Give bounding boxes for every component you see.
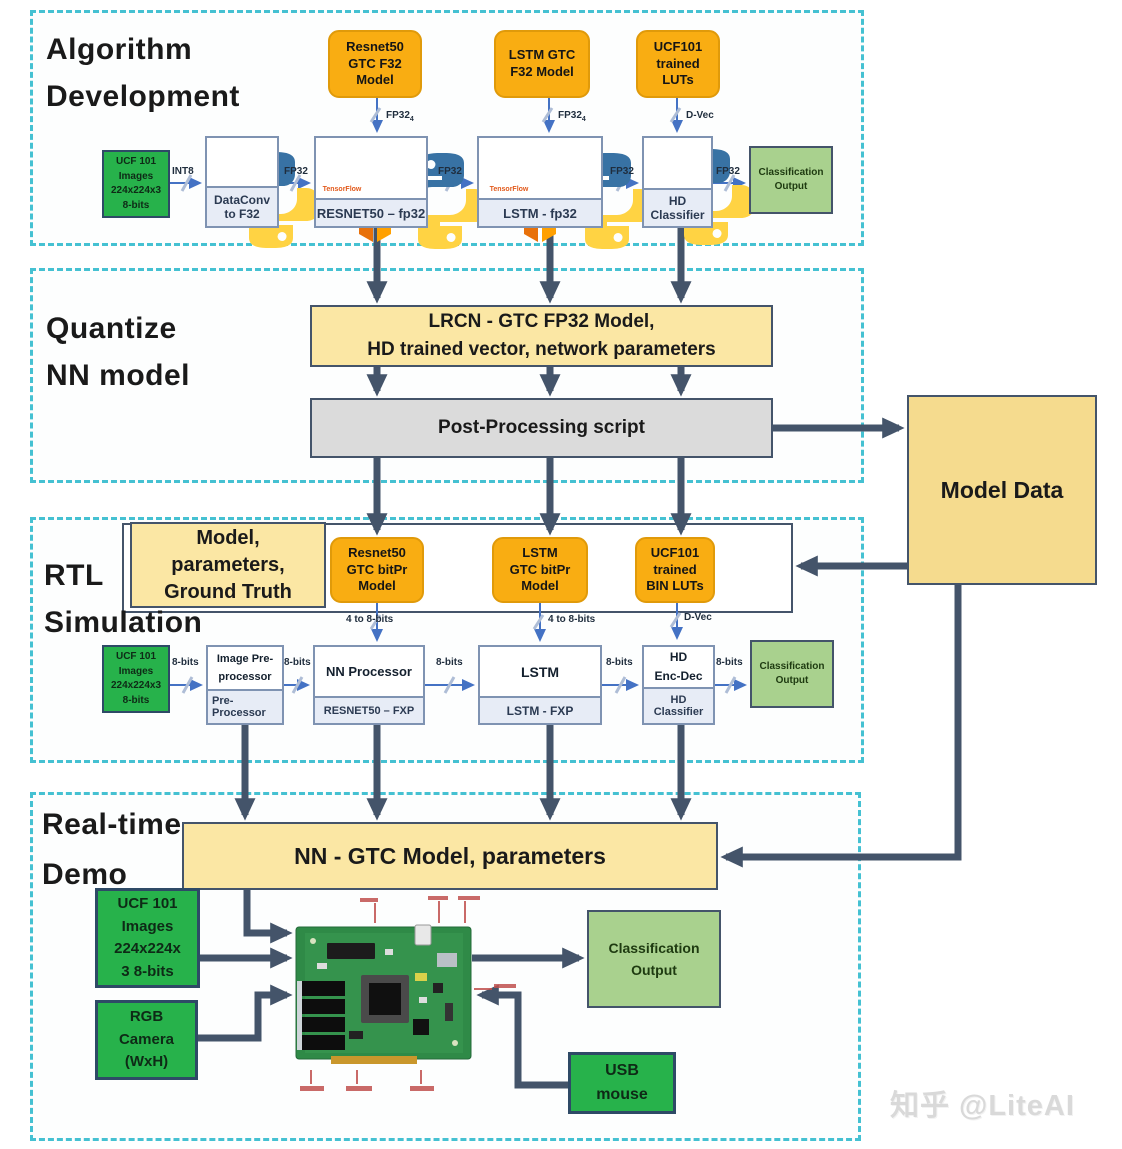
board-callout-text-mark (300, 1086, 324, 1091)
post-processing-script-box: Post-Processing script (310, 398, 773, 458)
fp32-label-3: FP32 (610, 166, 634, 177)
board-callout-line (474, 988, 492, 990)
board-callout-text-mark (346, 1086, 372, 1091)
int8-label: INT8 (172, 166, 194, 177)
board-callout-line (438, 901, 440, 923)
lstm-fxp-strip: LSTM - FXP (480, 696, 600, 723)
dvec-label-2: D-Vec (684, 612, 712, 623)
resnet50-logos-area: TensorFlow (316, 138, 426, 198)
lrcn-model-banner: LRCN - GTC FP32 Model,HD trained vector,… (310, 305, 773, 367)
board-callout-text-mark (494, 984, 516, 988)
8bits-label-3: 8-bits (436, 657, 463, 668)
lstm-block: LSTM LSTM - FXP (478, 645, 602, 725)
lstm-label: LSTM (520, 663, 560, 680)
nn-processor-block: NN Processor RESNET50 – FXP (313, 645, 425, 725)
model-data-box: Model Data (907, 395, 1097, 585)
board-callout-line (374, 903, 376, 923)
fp32-label-2: FP32 (438, 166, 462, 177)
rtl-simulation-title: RTL Simulation (44, 559, 203, 639)
fp32-label-1: FP32 (284, 166, 308, 177)
tensorflow-wordmark: TensorFlow (322, 185, 362, 193)
board-callout-line (310, 1070, 312, 1084)
lstm-logos-area: TensorFlow (479, 138, 601, 198)
board-callout-line (464, 901, 466, 923)
lstm-fp32-block: TensorFlow LSTM - fp32 (477, 136, 603, 228)
8bits-label-2: 8-bits (284, 657, 311, 668)
8bits-label-4: 8-bits (606, 657, 633, 668)
fp32-label-4: FP32 (716, 166, 740, 177)
resnet50-fp32-strip: RESNET50 – fp32 (316, 198, 426, 226)
watermark-liteai: 知乎 @LiteAI (890, 1090, 1075, 1122)
fp32q-label-1: FP324 (386, 110, 414, 123)
quantize-nn-model-title: Quantize NN model (46, 312, 191, 392)
tensorflow-wordmark: TensorFlow (489, 185, 529, 193)
8bits-label-1: 8-bits (172, 657, 199, 668)
board-callout-text-mark (458, 896, 480, 900)
board-callout-line (420, 1070, 422, 1084)
4to8bits-label-1: 4 to 8-bits (346, 614, 394, 625)
resnet50-fxp-strip: RESNET50 – FXP (315, 696, 423, 723)
board-callout-line (356, 1070, 358, 1084)
8bits-label-5: 8-bits (716, 657, 743, 668)
resnet50-fp32-block: TensorFlow RESNET50 – fp32 (314, 136, 428, 228)
hd-python-area (644, 138, 711, 188)
image-preprocessor-block: Image Pre-processor Pre-Processor (206, 645, 284, 725)
nn-gtc-model-parameters-banner: NN - GTC Model, parameters (182, 822, 718, 890)
model-parameters-ground-truth-box: Model,parameters,Ground Truth (130, 522, 326, 608)
preprocessor-strip: Pre-Processor (208, 689, 282, 723)
nn-processor-label: NN Processor (326, 664, 412, 679)
real-time-demo-title: Real-time Demo (42, 808, 182, 891)
board-callout-text-mark (360, 898, 378, 902)
board-callout-text-mark (428, 896, 448, 900)
board-callout-text-mark (410, 1086, 434, 1091)
dvec-label-1: D-Vec (686, 110, 714, 121)
lstm-fp32-strip: LSTM - fp32 (479, 198, 601, 226)
dataconv-python-area (207, 138, 277, 186)
4to8bits-label-2: 4 to 8-bits (548, 614, 596, 625)
fpga-board-image (295, 924, 472, 1064)
image-preprocessor-label: Image Pre-processor (216, 652, 274, 683)
fp32q-label-2: FP324 (558, 110, 586, 123)
algorithm-development-title: Algorithm Development (46, 33, 240, 113)
